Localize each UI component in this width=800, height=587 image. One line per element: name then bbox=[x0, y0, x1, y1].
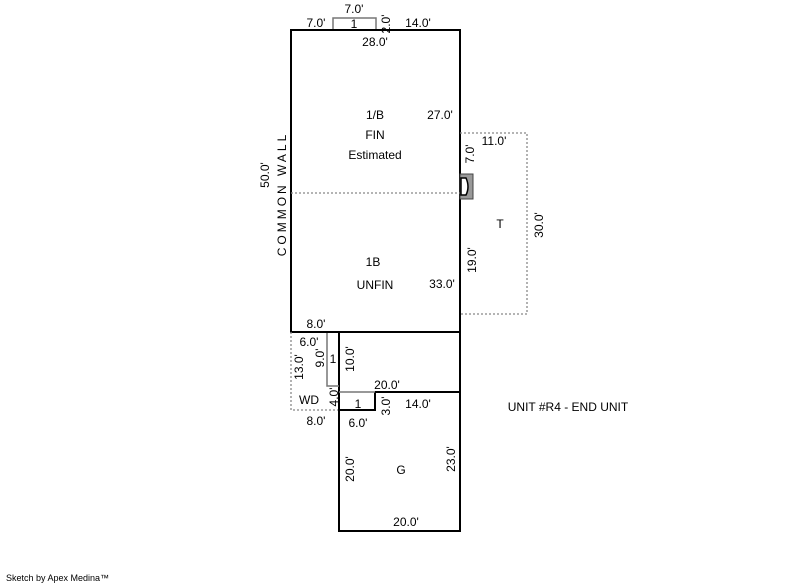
dim-label: 7.0' bbox=[345, 2, 364, 16]
dim-label: 4.0' bbox=[327, 388, 341, 407]
wood-deck-outline bbox=[290, 332, 339, 411]
dim-label: 13.0' bbox=[292, 354, 306, 380]
dim-label: 23.0' bbox=[444, 446, 458, 472]
dim-label: 14.0' bbox=[405, 16, 431, 30]
dim-label: 3.0' bbox=[379, 397, 393, 416]
dim-label: 33.0' bbox=[429, 277, 455, 291]
dim-label: 14.0' bbox=[405, 397, 431, 411]
area-label: UNFIN bbox=[357, 278, 394, 292]
dim-label: 2.0' bbox=[379, 15, 393, 34]
dim-label: 7.0' bbox=[307, 16, 326, 30]
dim-label: 20.0' bbox=[393, 515, 419, 529]
dim-label: 20.0' bbox=[343, 456, 357, 482]
dim-label: 8.0' bbox=[307, 414, 326, 428]
dim-label: 27.0' bbox=[427, 108, 453, 122]
dim-label: 6.0' bbox=[300, 335, 319, 349]
dim-label: 30.0' bbox=[532, 212, 546, 238]
dim-label: 11.0' bbox=[482, 134, 507, 148]
dim-label: 9.0' bbox=[313, 349, 327, 368]
dim-label: 6.0' bbox=[349, 416, 368, 430]
dim-label: 28.0' bbox=[362, 35, 388, 49]
stoop-outline bbox=[326, 333, 339, 387]
deck-outline bbox=[460, 132, 528, 315]
dim-label: 50.0' bbox=[258, 162, 272, 188]
area-label: T bbox=[496, 217, 504, 231]
area-label: Estimated bbox=[348, 148, 401, 162]
unit-label: UNIT #R4 - END UNIT bbox=[508, 400, 629, 414]
entry-outline bbox=[338, 392, 376, 411]
area-label: 1 bbox=[330, 352, 337, 366]
area-label: 1 bbox=[355, 397, 362, 411]
common-wall-label: COMMON WALL bbox=[275, 132, 289, 257]
dim-label: 8.0' bbox=[307, 317, 326, 331]
area-label: 1 bbox=[351, 17, 358, 31]
dim-label: 19.0' bbox=[465, 247, 479, 273]
area-label: G bbox=[396, 463, 405, 477]
fireplace-icon bbox=[459, 173, 474, 200]
area-label: FIN bbox=[365, 128, 384, 142]
dim-label: 10.0' bbox=[343, 346, 357, 372]
sketch-credit: Sketch by Apex Medina™ bbox=[6, 573, 110, 583]
area-label: 1/B bbox=[366, 108, 384, 122]
dim-label: 7.0' bbox=[463, 145, 477, 164]
area-label: WD bbox=[299, 393, 319, 407]
area-label: 1B bbox=[366, 255, 381, 269]
garage-outline bbox=[338, 391, 461, 532]
dim-label: 20.0' bbox=[374, 378, 400, 392]
